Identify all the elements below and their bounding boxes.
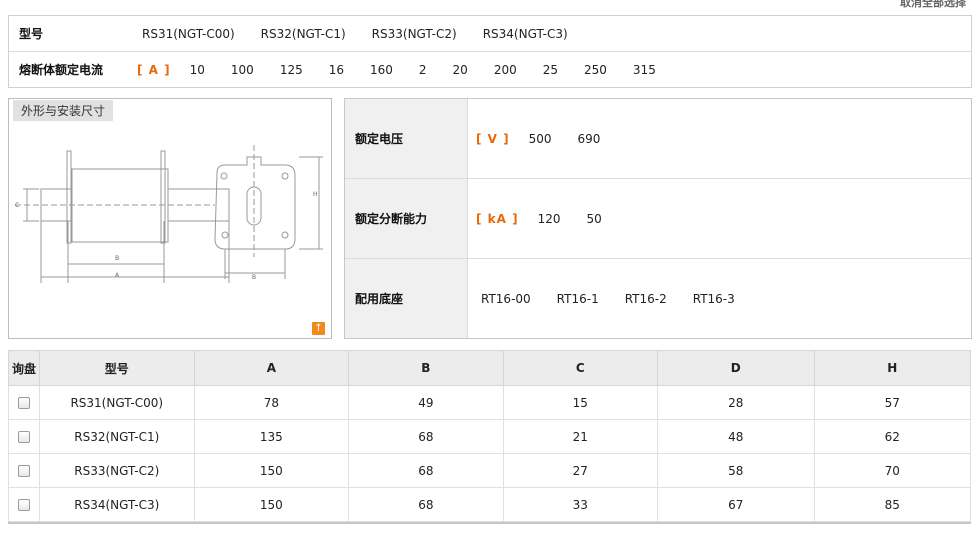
header-c: C bbox=[502, 350, 659, 386]
cell-c: 27 bbox=[502, 453, 659, 488]
filter-option-current[interactable]: 25 bbox=[542, 62, 559, 77]
spec-option-base[interactable]: RT16-3 bbox=[692, 291, 735, 306]
dimension-table: 询盘 型号 A B C D H RS31(NGT-C00) 78 49 15 2… bbox=[8, 350, 971, 522]
filter-option-current[interactable]: 125 bbox=[279, 62, 303, 77]
spec-row-voltage: 额定电压 [ V ] 500 690 bbox=[345, 99, 971, 178]
filter-option-current[interactable]: 2 bbox=[418, 62, 427, 77]
drawing-tab-label: 外形与安装尺寸 bbox=[13, 100, 114, 121]
cell-c: 15 bbox=[502, 385, 659, 420]
filter-label-current: 熔断体额定电流 bbox=[19, 63, 104, 77]
filter-panel: 型号 RS31(NGT-C00) RS32(NGT-C1) RS33(NGT-C… bbox=[8, 15, 972, 88]
filter-label-model: 型号 bbox=[19, 27, 44, 41]
cell-b: 68 bbox=[348, 487, 504, 522]
filter-row-current: 熔断体额定电流 [ A ] 10 100 125 16 160 2 20 200… bbox=[9, 51, 971, 87]
cell-h: 62 bbox=[813, 419, 971, 454]
breaking-unit: [ kA ] bbox=[476, 211, 519, 226]
filter-row-model: 型号 RS31(NGT-C00) RS32(NGT-C1) RS33(NGT-C… bbox=[9, 16, 971, 51]
dimension-drawing-panel: 外形与安装尺寸 bbox=[8, 98, 332, 339]
dim-label-a: A bbox=[115, 272, 120, 279]
header-d: D bbox=[657, 350, 815, 386]
spec-values-base: RT16-00 RT16-1 RT16-2 RT16-3 bbox=[468, 259, 748, 338]
spec-label-base: 配用底座 bbox=[345, 259, 468, 338]
cell-c: 33 bbox=[502, 487, 659, 522]
current-unit: [ A ] bbox=[137, 62, 171, 77]
inquiry-cell bbox=[8, 453, 40, 488]
table-row: RS31(NGT-C00) 78 49 15 28 57 bbox=[8, 385, 971, 420]
header-b: B bbox=[348, 350, 504, 386]
spec-option-breaking[interactable]: 50 bbox=[586, 211, 602, 226]
spec-row-base: 配用底座 RT16-00 RT16-1 RT16-2 RT16-3 bbox=[345, 258, 971, 338]
header-model: 型号 bbox=[38, 350, 195, 386]
dim-label-h: H bbox=[313, 191, 318, 198]
inquiry-cell bbox=[8, 385, 40, 420]
spec-row-breaking: 额定分断能力 [ kA ] 120 50 bbox=[345, 178, 971, 258]
cell-model: RS31(NGT-C00) bbox=[38, 385, 195, 420]
cell-h: 85 bbox=[813, 487, 971, 522]
spec-label-voltage: 额定电压 bbox=[345, 99, 468, 178]
filter-option-model[interactable]: RS34(NGT-C3) bbox=[482, 26, 568, 41]
spec-values-breaking: [ kA ] 120 50 bbox=[468, 179, 615, 258]
cell-model: RS34(NGT-C3) bbox=[38, 487, 195, 522]
cell-d: 58 bbox=[657, 453, 815, 488]
filter-option-model[interactable]: RS31(NGT-C00) bbox=[142, 26, 235, 41]
table-row: RS32(NGT-C1) 135 68 21 48 62 bbox=[8, 419, 971, 454]
cell-b: 68 bbox=[348, 419, 504, 454]
filter-option-model[interactable]: RS33(NGT-C2) bbox=[371, 26, 457, 41]
cell-d: 28 bbox=[657, 385, 815, 420]
inquiry-checkbox[interactable] bbox=[17, 499, 30, 511]
cell-b: 68 bbox=[348, 453, 504, 488]
bottom-divider bbox=[8, 522, 971, 524]
header-a: A bbox=[193, 350, 350, 386]
spec-panel: 额定电压 [ V ] 500 690 额定分断能力 [ kA ] 120 50 … bbox=[344, 98, 972, 339]
fuse-dimension-drawing: C B A H B bbox=[15, 145, 323, 283]
inquiry-checkbox[interactable] bbox=[17, 397, 30, 409]
table-row: RS33(NGT-C2) 150 68 27 58 70 bbox=[8, 453, 971, 488]
cell-a: 78 bbox=[193, 385, 350, 420]
cell-d: 67 bbox=[657, 487, 815, 522]
spec-option-base[interactable]: RT16-00 bbox=[481, 291, 531, 306]
spec-option-voltage[interactable]: 690 bbox=[577, 131, 601, 146]
cell-c: 21 bbox=[502, 419, 659, 454]
cell-model: RS32(NGT-C1) bbox=[38, 419, 195, 454]
dim-label-c: C bbox=[15, 202, 19, 209]
spec-label-breaking: 额定分断能力 bbox=[345, 179, 468, 258]
header-inquiry: 询盘 bbox=[8, 350, 40, 386]
spec-option-voltage[interactable]: 500 bbox=[528, 131, 552, 146]
inquiry-checkbox[interactable] bbox=[17, 465, 30, 477]
voltage-unit: [ V ] bbox=[476, 131, 510, 146]
clear-all-selection-link[interactable]: 取消全部选择 bbox=[900, 0, 966, 9]
filter-option-current[interactable]: 315 bbox=[632, 62, 656, 77]
dim-label-b: B bbox=[115, 255, 119, 262]
spec-option-breaking[interactable]: 120 bbox=[537, 211, 561, 226]
cell-h: 70 bbox=[813, 453, 971, 488]
cell-a: 150 bbox=[193, 453, 350, 488]
inquiry-checkbox[interactable] bbox=[17, 431, 30, 443]
cell-a: 135 bbox=[193, 419, 350, 454]
table-header-row: 询盘 型号 A B C D H bbox=[8, 350, 971, 386]
inquiry-cell bbox=[8, 487, 40, 522]
spec-option-base[interactable]: RT16-2 bbox=[624, 291, 667, 306]
filter-option-current[interactable]: 20 bbox=[452, 62, 468, 77]
filter-option-current[interactable]: 16 bbox=[328, 62, 344, 77]
header-h: H bbox=[813, 350, 971, 386]
cell-a: 150 bbox=[193, 487, 350, 522]
cell-d: 48 bbox=[657, 419, 815, 454]
filter-option-current[interactable]: 160 bbox=[370, 62, 393, 77]
cell-model: RS33(NGT-C2) bbox=[38, 453, 195, 488]
table-row: RS34(NGT-C3) 150 68 33 67 85 bbox=[8, 487, 971, 522]
filter-options-current: [ A ] 10 100 125 16 160 2 20 200 25 250 … bbox=[129, 63, 669, 77]
filter-option-current[interactable]: 200 bbox=[493, 62, 517, 77]
filter-options-model: RS31(NGT-C00) RS32(NGT-C1) RS33(NGT-C2) … bbox=[129, 27, 581, 41]
cell-h: 57 bbox=[813, 385, 971, 420]
filter-option-current[interactable]: 100 bbox=[230, 62, 254, 77]
spec-values-voltage: [ V ] 500 690 bbox=[468, 99, 613, 178]
filter-option-current[interactable]: 250 bbox=[584, 62, 607, 77]
filter-option-model[interactable]: RS32(NGT-C1) bbox=[260, 26, 346, 41]
up-arrow-icon[interactable]: ↑ bbox=[312, 322, 325, 335]
spec-option-base[interactable]: RT16-1 bbox=[556, 291, 599, 306]
filter-option-current[interactable]: 10 bbox=[189, 62, 205, 77]
dim-label-b-front: B bbox=[252, 274, 256, 281]
cell-b: 49 bbox=[348, 385, 504, 420]
inquiry-cell bbox=[8, 419, 40, 454]
